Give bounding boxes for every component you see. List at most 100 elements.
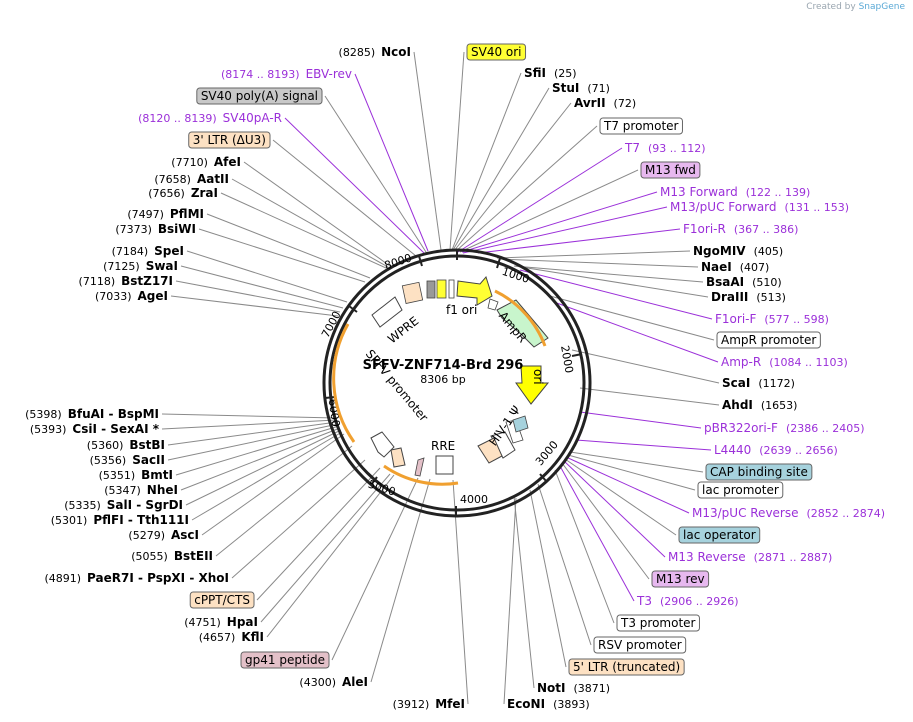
left-label-bfuai-bspmi: BfuAI - BspMI(5398) [25, 407, 159, 421]
leader-f1ori-f [519, 269, 713, 320]
primer-name-t3: T3 [636, 594, 652, 608]
enzyme-name-afei: AfeI [214, 155, 241, 169]
leader-m13-puc-reverse [565, 456, 690, 514]
enzyme-name-ncoi: NcoI [381, 45, 411, 59]
feature-text-3-ltr-u3: 3' LTR (ΔU3) [193, 133, 266, 147]
primer-name-sv40pa-r: SV40pA-R [223, 111, 282, 125]
leader-agei [170, 295, 339, 317]
leader-sv40pa-r [284, 117, 425, 254]
primer-pos-m13-puc-reverse: (2852 .. 2874) [807, 507, 886, 520]
leader-m13-reverse [563, 460, 666, 558]
enzyme-pos-ncoi: (8285) [339, 46, 376, 59]
leader-bsteii [215, 445, 353, 557]
enzyme-pos-bsiwi: (7373) [115, 223, 152, 236]
right-label-5-ltr-truncated: 5' LTR (truncated) [568, 658, 685, 676]
plasmid-size: 8306 bp [420, 373, 465, 386]
right-label-draiii: DraIII(513) [711, 290, 786, 304]
tick-4000: 4000 [460, 493, 488, 506]
ori-arrow [515, 365, 550, 405]
primer-name-m13-reverse: M13 Reverse [668, 550, 746, 564]
leader-bsiwi [198, 228, 366, 283]
primer-pos-ebv-rev: (8174 .. 8193) [221, 68, 300, 81]
left-label-alei: AleI(4300) [299, 675, 368, 689]
enzyme-pos-naei: (407) [740, 261, 770, 274]
primer-pos-t7: (93 .. 112) [648, 142, 706, 155]
leader-stui [452, 87, 550, 251]
left-label-ncoi: NcoI (8285) [339, 45, 411, 59]
enzyme-name-pflfi-tth111i: PflFI - Tth111I [93, 513, 189, 527]
left-label-swai: SwaI(7125) [103, 259, 178, 273]
primer-name-amp-r: Amp-R [721, 355, 761, 369]
right-label-ampr-promoter: AmpR promoter [716, 331, 821, 349]
enzyme-name-ahdi: AhdI [722, 398, 753, 412]
leader-scai [571, 349, 720, 384]
leader-afei [243, 161, 391, 267]
left-label-sv40-poly-a-signal: SV40 poly(A) signal [196, 87, 323, 105]
left-label-paer7i-pspxi-xhoi: PaeR7I - PspXI - XhoI(4891) [44, 571, 229, 585]
enzyme-pos-hpai: (4751) [184, 616, 221, 629]
leader-naei [498, 258, 699, 268]
enzyme-name-hpai: HpaI [227, 615, 258, 629]
feature-box-5-ltr-truncated [568, 658, 685, 676]
t7-block [448, 279, 455, 299]
left-label-asci: AscI(5279) [128, 528, 199, 542]
right-label-bsaai: BsaAI(510) [706, 275, 782, 289]
left-label-sv40pa-r: SV40pA-R (8120 .. 8139) [138, 111, 282, 125]
orf-arc-left [332, 323, 356, 443]
right-label-econi: EcoNI(3893) [507, 697, 590, 711]
feature-text-m13-rev: M13 rev [656, 572, 705, 586]
enzyme-name-bstbi: BstBI [129, 438, 165, 452]
enzyme-pos-nhei: (5347) [104, 484, 141, 497]
right-label-lac-operator: lac operator [678, 526, 761, 544]
left-label-bstbi: BstBI(5360) [87, 438, 165, 452]
leader-ncoi [413, 51, 442, 251]
feature-box-m13-rev [651, 570, 710, 588]
feature-text-lac-operator: lac operator [683, 528, 756, 542]
tick-marks [324, 250, 583, 516]
right-label-m13-forward: M13 Forward(122 .. 139) [660, 185, 810, 199]
primer-pos-sv40pa-r: (8120 .. 8139) [138, 112, 217, 125]
enzyme-pos-stui: (71) [587, 82, 610, 95]
leader-bfuai-bspmi [161, 413, 337, 419]
feature-box-ampr-promoter [716, 331, 821, 349]
feature-box-sv40-ori [466, 43, 527, 61]
primer-name-t7: T7 [624, 141, 640, 155]
feature-text-t7-promoter: T7 promoter [603, 119, 679, 133]
rre-block [435, 455, 454, 475]
feature-text-lac-promoter: lac promoter [702, 483, 779, 497]
feature-text-m13-fwd: M13 fwd [645, 163, 696, 177]
right-label-rsv-promoter: RSV promoter [593, 636, 687, 654]
ltr5-block [477, 437, 503, 464]
enzyme-pos-bfuai-bspmi: (5398) [25, 408, 62, 421]
feature-text-cap-binding-site: CAP binding site [710, 465, 808, 479]
enzyme-pos-afei: (7710) [171, 156, 208, 169]
cppt-block [390, 447, 406, 468]
sv40-ori-block [436, 279, 447, 299]
enzyme-name-nhei: NheI [147, 483, 178, 497]
leader-gp41-peptide [331, 477, 419, 661]
leader-ebv-rev [354, 73, 429, 252]
enzyme-name-ngomiv: NgoMIV [693, 244, 746, 258]
leader-m13-fwd [459, 169, 639, 253]
leader-econi [503, 497, 517, 705]
leader-hpai [260, 473, 391, 623]
left-label-bsiwi: BsiWI(7373) [115, 222, 196, 236]
enzyme-pos-ngomiv: (405) [754, 245, 784, 258]
enzyme-pos-sali-sgrdi: (5335) [64, 499, 101, 512]
feature-box-3-ltr-u3 [188, 131, 271, 149]
leader-sacii [167, 423, 339, 461]
enzyme-name-csii-sexai: CsiI - SexAI * [72, 422, 159, 436]
leader-f1ori-r [477, 228, 681, 254]
primer-pos-m13-forward: (122 .. 139) [746, 186, 811, 199]
enzyme-name-bsteii: BstEII [174, 549, 213, 563]
left-label-aatii: AatII(7658) [154, 172, 229, 186]
outer-labels: NcoI(8285)EBV-rev(8174 .. 8193)SV40 poly… [25, 43, 886, 711]
enzyme-name-alei: AleI [342, 675, 368, 689]
feature-box-lac-operator [678, 526, 761, 544]
primer-pos-f1ori-f: (577 .. 598) [764, 313, 829, 326]
right-label-f1ori-r: F1ori-R(367 .. 386) [683, 222, 798, 236]
ampr-promoter-arrow [487, 298, 499, 311]
primer-pos-l4440: (2639 .. 2656) [759, 444, 838, 457]
enzyme-name-sacii: SacII [132, 453, 165, 467]
